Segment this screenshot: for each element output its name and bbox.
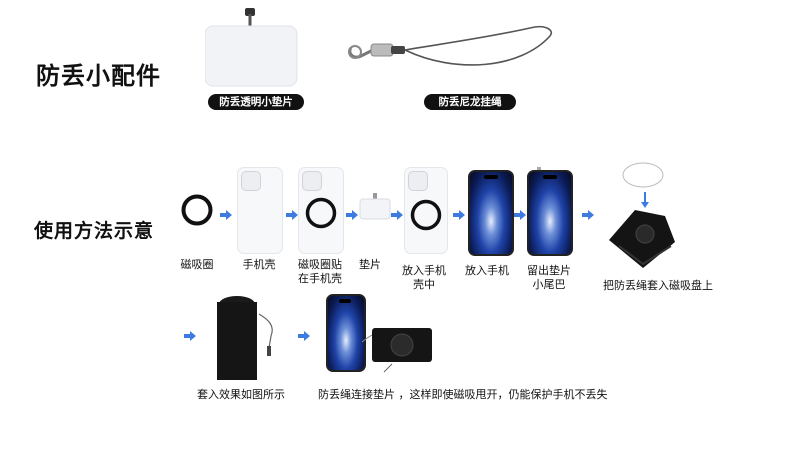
arrow-right-icon <box>582 205 594 224</box>
phone-icon <box>468 170 514 256</box>
step-label: 垫片 <box>359 258 381 271</box>
bottom-label: 防丢绳连接垫片 ，这样即使磁吸甩开，仍能保护手机不丢失 <box>318 388 608 401</box>
arrow-right-icon <box>453 205 465 224</box>
accessory-label-lanyard: 防丢尼龙挂绳 <box>424 94 516 110</box>
page-title: 防丢小配件 <box>36 62 161 90</box>
arrow-right-icon <box>346 205 358 224</box>
case-with-pad-icon <box>404 167 448 254</box>
step-label: 留出垫片 小尾巴 <box>527 264 571 291</box>
phone-and-holder-icon <box>326 294 366 372</box>
step-label: 放入手机 <box>465 264 509 277</box>
case-with-ring-icon <box>298 167 344 254</box>
usage-title: 使用方法示意 <box>34 220 155 242</box>
pad-icon <box>359 193 391 221</box>
nylon-lanyard-icon <box>345 24 560 84</box>
step-label: 放入手机 壳中 <box>402 264 446 291</box>
step-label: 磁吸圈 <box>180 258 214 271</box>
arrow-right-icon <box>286 205 298 224</box>
magnetic-ring-icon <box>180 193 214 227</box>
magsafe-holder-small-icon <box>361 322 442 374</box>
arrow-right-icon <box>298 326 310 345</box>
arrow-right-icon <box>184 326 196 345</box>
arrow-right-icon <box>514 205 526 224</box>
arrow-right-icon <box>391 205 403 224</box>
lanyard-on-holder-icon <box>205 292 285 380</box>
magsafe-holder-icon <box>605 160 685 272</box>
phone-with-tail-icon <box>527 170 573 256</box>
accessory-label-pad: 防丢透明小垫片 <box>208 94 304 110</box>
step-label: 手机壳 <box>242 258 276 271</box>
phone-case-icon <box>237 167 283 254</box>
step-label: 把防丢绳套入磁吸盘上 <box>603 279 713 292</box>
clear-tether-pad-icon <box>204 8 301 88</box>
step-label: 磁吸圈贴 在手机壳 <box>298 258 342 285</box>
arrow-right-icon <box>220 205 232 224</box>
bottom-label: 套入效果如图所示 <box>197 388 285 401</box>
